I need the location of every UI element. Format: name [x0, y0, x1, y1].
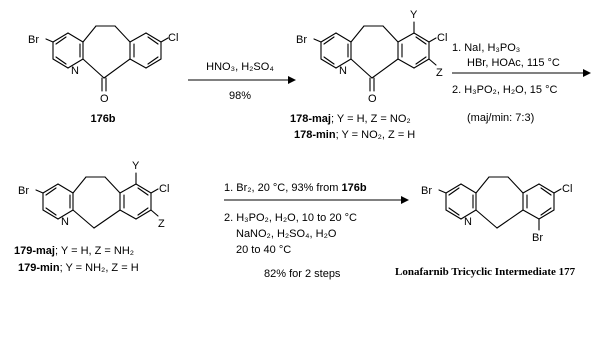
substituent-br: Br: [421, 185, 432, 197]
compound-id-176b: 176b: [90, 113, 115, 125]
compound-label-178-min: 178-min; Y = NO₂, Z = H: [294, 129, 415, 141]
reaction-arrow-2: 1. NaI, H₃PO₃ HBr, HOAc, 115 °C 2. H₃PO₂…: [452, 42, 591, 124]
compound-label-179-maj: 179-maj; Y = H, Z = NH₂: [14, 245, 134, 257]
compound-caption-177: Lonafarnib Tricyclic Intermediate 177: [395, 266, 576, 278]
atom-n: N: [464, 216, 472, 228]
atom-o: O: [368, 93, 377, 105]
arrowhead-icon: [583, 69, 591, 77]
compound-177: Br Cl Br N Lonafarnib Tricyclic Intermed…: [395, 176, 576, 278]
step3-line4: 20 to 40 °C: [236, 244, 291, 256]
step3-yield: 82% for 2 steps: [264, 268, 341, 280]
arrowhead-icon: [288, 76, 296, 84]
substituent-cl: Cl: [437, 32, 447, 44]
arrowhead-icon: [401, 196, 409, 204]
substituent-y: Y: [132, 160, 140, 172]
compound-label-178-maj: 178-maj; Y = H, Z = NO₂: [290, 113, 411, 125]
substituent-br: Br: [296, 34, 307, 46]
substituent-br: Br: [28, 34, 39, 46]
substituent-br-bottom: Br: [532, 232, 543, 244]
compound-176b: Br Cl N O 176b: [28, 25, 178, 125]
atom-n: N: [339, 65, 347, 77]
step1-reagents: HNO₃, H₂SO₄: [206, 61, 274, 73]
atom-n: N: [71, 65, 79, 77]
reaction-arrow-3: 1. Br₂, 20 °C, 93% from 176b 2. H₃PO₂, H…: [224, 182, 409, 280]
reaction-arrow-1: HNO₃, H₂SO₄ 98%: [188, 61, 296, 102]
step3-line2: 2. H₃PO₂, H₂O, 10 to 20 °C: [224, 212, 357, 224]
substituent-y: Y: [410, 9, 418, 21]
step3-line3: NaNO₂, H₂SO₄, H₂O: [236, 228, 337, 240]
step2-line1: 1. NaI, H₃PO₃: [452, 42, 520, 54]
compound-label-179-min: 179-min; Y = NH₂, Z = H: [18, 262, 139, 274]
substituent-cl: Cl: [159, 183, 169, 195]
substituent-cl: Cl: [562, 183, 572, 195]
step2-line3: 2. H₃PO₂, H₂O, 15 °C: [452, 84, 558, 96]
substituent-cl: Cl: [168, 32, 178, 44]
step2-line2: HBr, HOAc, 115 °C: [467, 57, 560, 69]
step1-yield: 98%: [229, 90, 251, 102]
substituent-z: Z: [436, 67, 443, 79]
step2-ratio: (maj/min: 7:3): [467, 112, 534, 124]
substituent-z: Z: [158, 218, 165, 230]
step3-line1: 1. Br₂, 20 °C, 93% from 176b: [224, 182, 367, 194]
compound-178: Br Cl Y Z N O 178-maj; Y = H, Z = NO₂ 17…: [290, 9, 447, 141]
substituent-br: Br: [18, 185, 29, 197]
atom-o: O: [100, 93, 109, 105]
atom-n: N: [61, 216, 69, 228]
compound-179: Br Cl Y Z N 179-maj; Y = H, Z = NH₂ 179-…: [14, 160, 169, 274]
